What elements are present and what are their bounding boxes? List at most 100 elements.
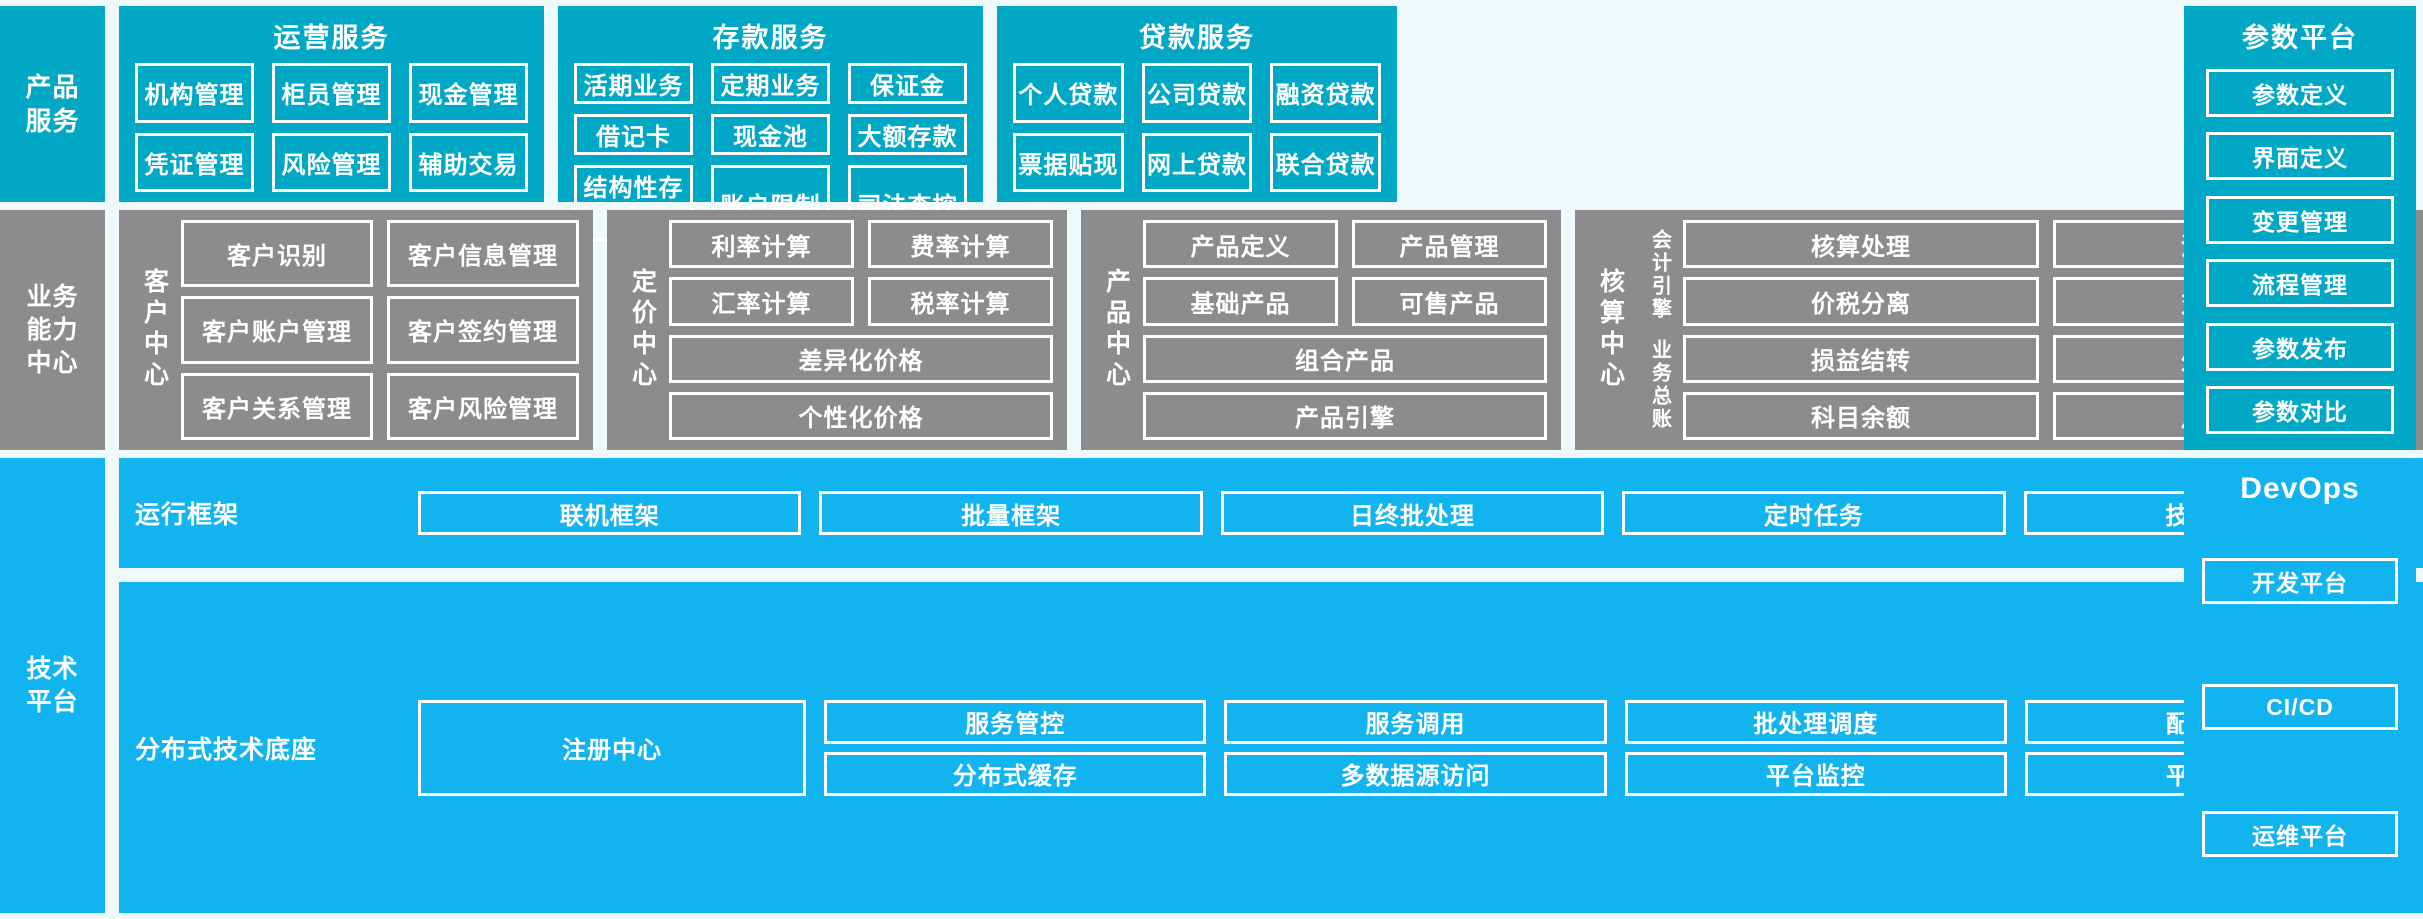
tech-box[interactable]: 日终批处理 bbox=[1220, 491, 1605, 535]
center-row: 组合产品 bbox=[1143, 334, 1547, 383]
parameter-box[interactable]: 界面定义 bbox=[2206, 132, 2394, 181]
capability-box[interactable]: 客户信息管理 bbox=[387, 220, 579, 288]
capability-box[interactable]: 费率计算 bbox=[868, 220, 1053, 269]
service-box[interactable]: 联合贷款 bbox=[1270, 132, 1382, 192]
capability-box[interactable]: 基础产品 bbox=[1143, 277, 1338, 326]
service-box[interactable]: 公司贷款 bbox=[1141, 63, 1253, 123]
parameter-platform-title: 参数平台 bbox=[2242, 23, 2358, 53]
parameter-box[interactable]: 变更管理 bbox=[2206, 195, 2394, 244]
center-row: 客户识别 客户信息管理 bbox=[181, 220, 579, 288]
center-customer: 客户中心 客户识别 客户信息管理 客户账户管理 客户签约管理 客户关系管理 客户… bbox=[119, 210, 593, 450]
capability-box[interactable]: 损益结转 bbox=[1683, 334, 2039, 383]
capability-box[interactable]: 产品引擎 bbox=[1143, 391, 1547, 440]
strip-distributed-base: 分布式技术底座 注册中心 服务管控 分布式缓存 服务调用 多数据源访问 批处理调… bbox=[119, 582, 2423, 913]
layer-product-services: 产品服务 运营服务 机构管理 柜员管理 现金管理 凭证管理 风险管理 辅助交易 … bbox=[0, 6, 2423, 241]
tech-pair: 服务调用 多数据源访问 bbox=[1224, 699, 1607, 796]
center-row: 利率计算 费率计算 bbox=[669, 220, 1053, 269]
capability-box[interactable]: 差异化价格 bbox=[669, 334, 1053, 383]
capability-box[interactable]: 个性化价格 bbox=[669, 391, 1053, 440]
center-row: 产品引擎 bbox=[1143, 391, 1547, 440]
tech-box[interactable]: 服务调用 bbox=[1224, 699, 1607, 744]
layer-label-text: 产品服务 bbox=[25, 71, 80, 136]
center-pricing: 定价中心 利率计算 费率计算 汇率计算 税率计算 差异化价格 个性化价格 bbox=[607, 210, 1067, 450]
service-box[interactable]: 融资贷款 bbox=[1270, 63, 1382, 123]
capability-box[interactable]: 利率计算 bbox=[669, 220, 854, 269]
capability-box[interactable]: 客户关系管理 bbox=[181, 372, 373, 440]
service-box[interactable]: 凭证管理 bbox=[135, 132, 254, 192]
column-devops: DevOps 开发平台 CI/CD 运维平台 bbox=[2184, 458, 2416, 913]
service-box[interactable]: 现金池 bbox=[711, 114, 830, 155]
service-box[interactable]: 大额存款 bbox=[848, 114, 967, 155]
service-box[interactable]: 个人贷款 bbox=[1013, 63, 1124, 123]
center-label-accounting: 核算中心 bbox=[1596, 268, 1625, 392]
group-row: 凭证管理 风险管理 辅助交易 bbox=[135, 132, 528, 192]
capability-box[interactable]: 组合产品 bbox=[1143, 334, 1547, 383]
layer-label-product-services: 产品服务 bbox=[0, 6, 105, 202]
service-box[interactable]: 机构管理 bbox=[135, 63, 254, 123]
center-row: 汇率计算 税率计算 bbox=[669, 277, 1053, 326]
tech-box[interactable]: 分布式缓存 bbox=[824, 751, 1207, 796]
parameter-box[interactable]: 参数对比 bbox=[2206, 386, 2394, 435]
group-title-operations: 运营服务 bbox=[273, 23, 390, 53]
capability-box[interactable]: 价税分离 bbox=[1683, 277, 2039, 326]
service-box[interactable]: 借记卡 bbox=[574, 114, 693, 155]
center-row: 差异化价格 bbox=[669, 334, 1053, 383]
tech-box[interactable]: 服务管控 bbox=[824, 699, 1207, 744]
devops-box[interactable]: 运维平台 bbox=[2202, 810, 2398, 857]
devops-box[interactable]: CI/CD bbox=[2202, 684, 2398, 731]
service-box[interactable]: 柜员管理 bbox=[272, 63, 391, 123]
group-title-deposit: 存款服务 bbox=[712, 23, 829, 53]
column-parameter-platform: 参数平台 参数定义 界面定义 变更管理 流程管理 参数发布 参数对比 bbox=[2184, 6, 2416, 450]
service-box[interactable]: 定期业务 bbox=[711, 63, 830, 104]
tech-box-registry[interactable]: 注册中心 bbox=[418, 699, 807, 796]
tech-box[interactable]: 平台监控 bbox=[1624, 751, 2007, 796]
capability-box[interactable]: 可售产品 bbox=[1352, 277, 1547, 326]
center-label-customer: 客户中心 bbox=[140, 268, 169, 392]
parameter-box[interactable]: 流程管理 bbox=[2206, 259, 2394, 308]
service-box[interactable]: 辅助交易 bbox=[409, 132, 528, 192]
center-row: 客户账户管理 客户签约管理 bbox=[181, 296, 579, 364]
capability-box[interactable]: 汇率计算 bbox=[669, 277, 854, 326]
group-row: 机构管理 柜员管理 现金管理 bbox=[135, 63, 528, 123]
service-box[interactable]: 活期业务 bbox=[574, 63, 693, 104]
capability-box[interactable]: 客户签约管理 bbox=[387, 296, 579, 364]
center-row: 个性化价格 bbox=[669, 391, 1053, 440]
tech-box[interactable]: 定时任务 bbox=[1622, 491, 2006, 535]
parameter-box[interactable]: 参数发布 bbox=[2206, 322, 2394, 371]
center-row: 基础产品 可售产品 bbox=[1143, 277, 1547, 326]
strip-label-runtime: 运行框架 bbox=[135, 501, 240, 529]
capability-box[interactable]: 产品管理 bbox=[1352, 220, 1547, 269]
capability-box[interactable]: 核算处理 bbox=[1683, 220, 2039, 269]
group-row: 票据贴现 网上贷款 联合贷款 bbox=[1013, 132, 1382, 192]
layer-label-technical-platform: 技术平台 bbox=[0, 458, 105, 913]
layer-label-business-capability: 业务能力中心 bbox=[0, 210, 105, 450]
capability-box[interactable]: 科目余额 bbox=[1683, 391, 2039, 440]
tech-box[interactable]: 批量框架 bbox=[819, 491, 1203, 535]
group-deposit-services: 存款服务 活期业务 定期业务 保证金 借记卡 现金池 大额存款 结构性存款 账户… bbox=[558, 6, 983, 241]
capability-box[interactable]: 产品定义 bbox=[1143, 220, 1338, 269]
group-row: 个人贷款 公司贷款 融资贷款 bbox=[1013, 63, 1382, 123]
devops-title: DevOps bbox=[2240, 472, 2360, 505]
tech-box[interactable]: 批处理调度 bbox=[1624, 699, 2007, 744]
capability-box[interactable]: 客户风险管理 bbox=[387, 372, 579, 440]
parameter-box[interactable]: 参数定义 bbox=[2206, 68, 2394, 117]
center-label-product: 产品中心 bbox=[1102, 268, 1131, 392]
strip-runtime-framework: 运行框架 联机框架 批量框架 日终批处理 定时任务 技术组件 bbox=[119, 458, 2423, 568]
service-box[interactable]: 现金管理 bbox=[409, 63, 528, 123]
service-box[interactable]: 保证金 bbox=[848, 63, 967, 104]
service-box[interactable]: 票据贴现 bbox=[1013, 132, 1124, 192]
group-operations-services: 运营服务 机构管理 柜员管理 现金管理 凭证管理 风险管理 辅助交易 bbox=[119, 6, 544, 202]
capability-box[interactable]: 客户账户管理 bbox=[181, 296, 373, 364]
group-title-loan: 贷款服务 bbox=[1139, 23, 1255, 53]
center-row: 客户关系管理 客户风险管理 bbox=[181, 372, 579, 440]
service-box[interactable]: 网上贷款 bbox=[1141, 132, 1253, 192]
tech-box[interactable]: 多数据源访问 bbox=[1224, 751, 1607, 796]
capability-box[interactable]: 客户识别 bbox=[181, 220, 373, 288]
tech-box[interactable]: 联机框架 bbox=[418, 491, 802, 535]
devops-box[interactable]: 开发平台 bbox=[2202, 558, 2398, 605]
center-label-pricing: 定价中心 bbox=[628, 268, 657, 392]
service-box[interactable]: 风险管理 bbox=[272, 132, 391, 192]
capability-box[interactable]: 税率计算 bbox=[868, 277, 1053, 326]
